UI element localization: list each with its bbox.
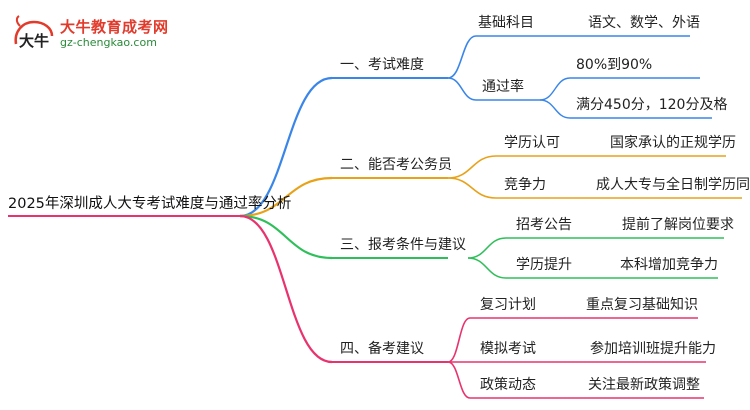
root-to-branch-3 [239,214,333,260]
branch4-to-policy [447,361,471,399]
node-study-plan: 复习计划 [480,297,536,313]
pass-rate-to-score [539,99,571,119]
branch1-to-pass-rate [447,77,477,101]
branch2-to-recognition [447,155,497,179]
leaf-degree-equivalence: 成人大专与全日制学历同等 [596,177,750,193]
branch-exam-difficulty: 一、考试难度 [340,57,424,73]
node-pass-rate: 通过率 [482,79,524,95]
logo-mark-text: 大牛 [19,32,49,50]
root-to-branch-4 [239,214,333,364]
node-policy-updates: 政策动态 [480,377,536,393]
leaf-review-basics: 重点复习基础知识 [586,297,698,313]
branch-prep-advice: 四、备考建议 [340,341,424,357]
node-mock-exam: 模拟考试 [480,341,536,357]
leaf-latest-policy: 关注最新政策调整 [588,377,700,393]
leaf-bachelor-advantage: 本科增加竞争力 [620,257,718,273]
leaf-training-class: 参加培训班提升能力 [590,341,716,357]
node-degree-recognition: 学历认可 [504,135,560,151]
branch4-to-study-plan [447,317,471,363]
node-competitiveness: 竞争力 [504,177,546,193]
leaf-subjects-list: 语文、数学、外语 [588,15,700,31]
leaf-job-requirements: 提前了解岗位要求 [622,217,734,233]
leaf-score-requirement: 满分450分，120分及格 [576,97,728,113]
node-basic-subjects: 基础科目 [478,15,534,31]
branch3-to-notice [467,237,507,259]
branch3-to-upgrade [467,257,507,279]
pass-rate-to-range [539,77,571,101]
root-to-branch-2 [239,176,333,218]
branch-civil-service: 二、能否考公务员 [340,157,452,173]
branch1-to-basic-subjects [447,35,477,79]
leaf-recognized-degree: 国家承认的正规学历 [610,135,736,151]
bull-logo-icon: 大牛 [14,15,54,50]
branch-requirements: 三、报考条件与建议 [340,237,466,253]
branch2-to-competitiveness [447,177,497,199]
node-recruitment-notice: 招考公告 [516,217,572,233]
root-to-branch-1 [239,76,333,218]
logo-site-name: 大牛教育成考网 [60,18,169,36]
node-degree-upgrade: 学历提升 [516,257,572,273]
root-topic: 2025年深圳成人大专考试难度与通过率分析 [8,196,292,212]
leaf-pass-rate-range: 80%到90% [576,57,653,73]
site-logo[interactable]: 大牛 大牛教育成考网 gz-chengkao.com [10,14,180,54]
logo-site-url: gz-chengkao.com [60,36,157,49]
